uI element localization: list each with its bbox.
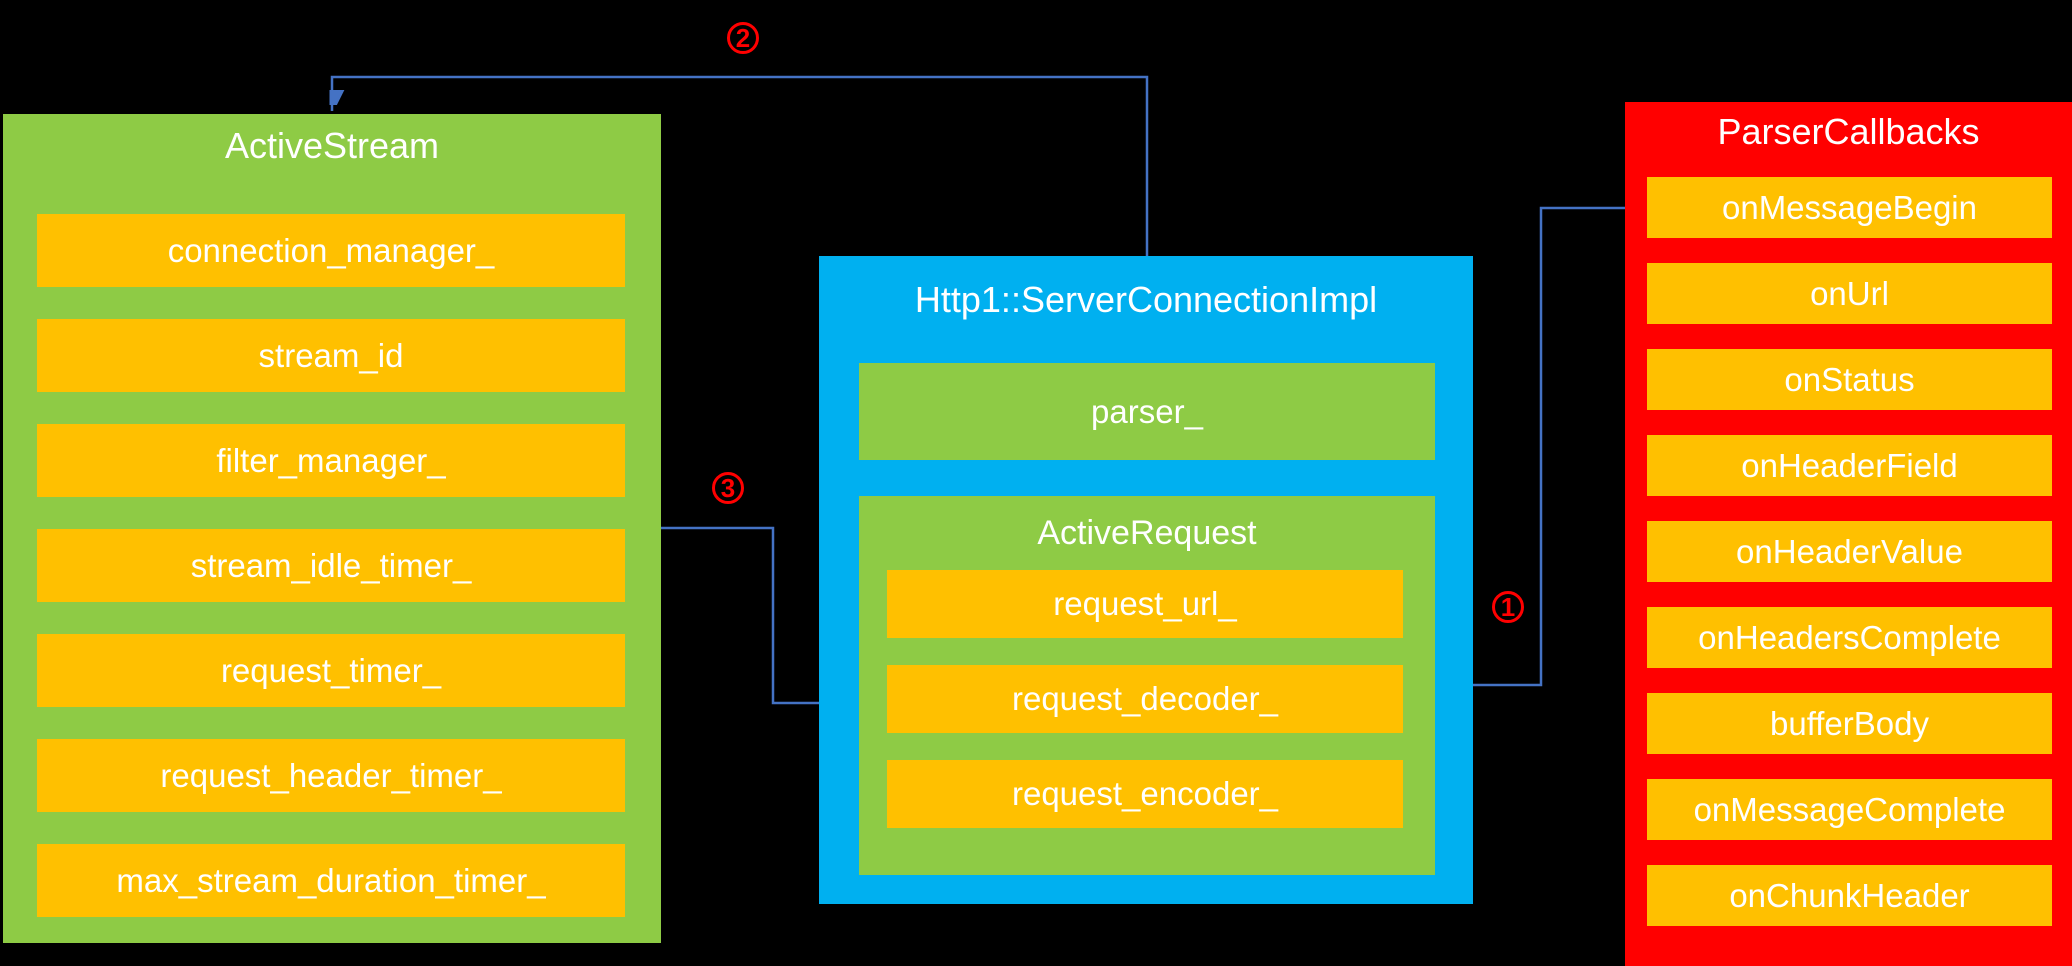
member-field-label: stream_idle_timer_ [190, 546, 472, 584]
callback-method: onChunkHeader [1647, 865, 2052, 926]
callback-method-label: onHeaderField [1741, 446, 1958, 484]
callback-method-label: onHeadersComplete [1698, 618, 2001, 656]
member-field: request_decoder_ [887, 665, 1403, 733]
callback-method-label: onChunkHeader [1729, 876, 1970, 914]
callback-method-label: onMessageComplete [1693, 790, 2006, 828]
member-field: request_header_timer_ [37, 739, 625, 812]
callback-method: onStatus [1647, 349, 2052, 410]
active-stream-members: connection_manager_ stream_id filter_man… [37, 214, 625, 949]
member-field: request_encoder_ [887, 760, 1403, 828]
callback-method-label: bufferBody [1769, 704, 1929, 742]
callback-method: onUrl [1647, 263, 2052, 324]
step-number-label-1: 1 [1492, 591, 1524, 623]
parser-member-label: parser_ [1091, 392, 1203, 430]
active-stream-title: ActiveStream [224, 125, 440, 166]
step-number-label-2: 2 [727, 22, 759, 54]
callback-method: bufferBody [1647, 693, 2052, 754]
callback-method-label: onHeaderValue [1736, 532, 1963, 570]
callback-method: onMessageBegin [1647, 177, 2052, 238]
member-field-label: max_stream_duration_timer_ [116, 861, 546, 899]
class-box-active-request: ActiveRequest request_url_ request_decod… [859, 496, 1435, 875]
member-field: request_timer_ [37, 634, 625, 707]
member-field-label: request_decoder_ [1011, 680, 1279, 717]
member-field: filter_manager_ [37, 424, 625, 497]
member-field: stream_idle_timer_ [37, 529, 625, 602]
member-field: connection_manager_ [37, 214, 625, 287]
parser-callbacks-title: ParserCallbacks [1717, 111, 1980, 152]
member-field-label: request_header_timer_ [160, 756, 502, 794]
callback-method-label: onUrl [1810, 274, 1889, 312]
active-request-members: request_url_ request_decoder_ request_en… [887, 570, 1403, 855]
member-field-label: request_encoder_ [1011, 775, 1279, 812]
member-field-label: request_timer_ [220, 651, 442, 689]
member-field-label: connection_manager_ [167, 231, 495, 269]
callback-method: onHeaderValue [1647, 521, 2052, 582]
step-number-label-3: 3 [712, 472, 744, 504]
class-box-parser-callbacks: ParserCallbacks onMessageBegin onUrl onS… [1625, 102, 2072, 966]
callback-method: onMessageComplete [1647, 779, 2052, 840]
member-field: stream_id [37, 319, 625, 392]
callback-method-label: onStatus [1784, 360, 1915, 398]
class-box-server-connection-impl: Http1::ServerConnectionImpl parser_ Acti… [819, 256, 1473, 904]
member-field-label: stream_id [258, 336, 404, 374]
parser-member-box: parser_ [859, 363, 1435, 460]
callback-method: onHeadersComplete [1647, 607, 2052, 668]
parser-callbacks-members: onMessageBegin onUrl onStatus onHeaderFi… [1647, 177, 2052, 951]
server-connection-title: Http1::ServerConnectionImpl [914, 279, 1378, 320]
active-request-title: ActiveRequest [1037, 514, 1257, 552]
callback-method-label: onMessageBegin [1721, 188, 1977, 226]
callback-method: onHeaderField [1647, 435, 2052, 496]
class-box-active-stream: ActiveStream connection_manager_ stream_… [3, 114, 661, 943]
member-field-label: request_url_ [1053, 585, 1237, 622]
member-field: max_stream_duration_timer_ [37, 844, 625, 917]
member-field-label: filter_manager_ [216, 441, 446, 479]
member-field: request_url_ [887, 570, 1403, 638]
